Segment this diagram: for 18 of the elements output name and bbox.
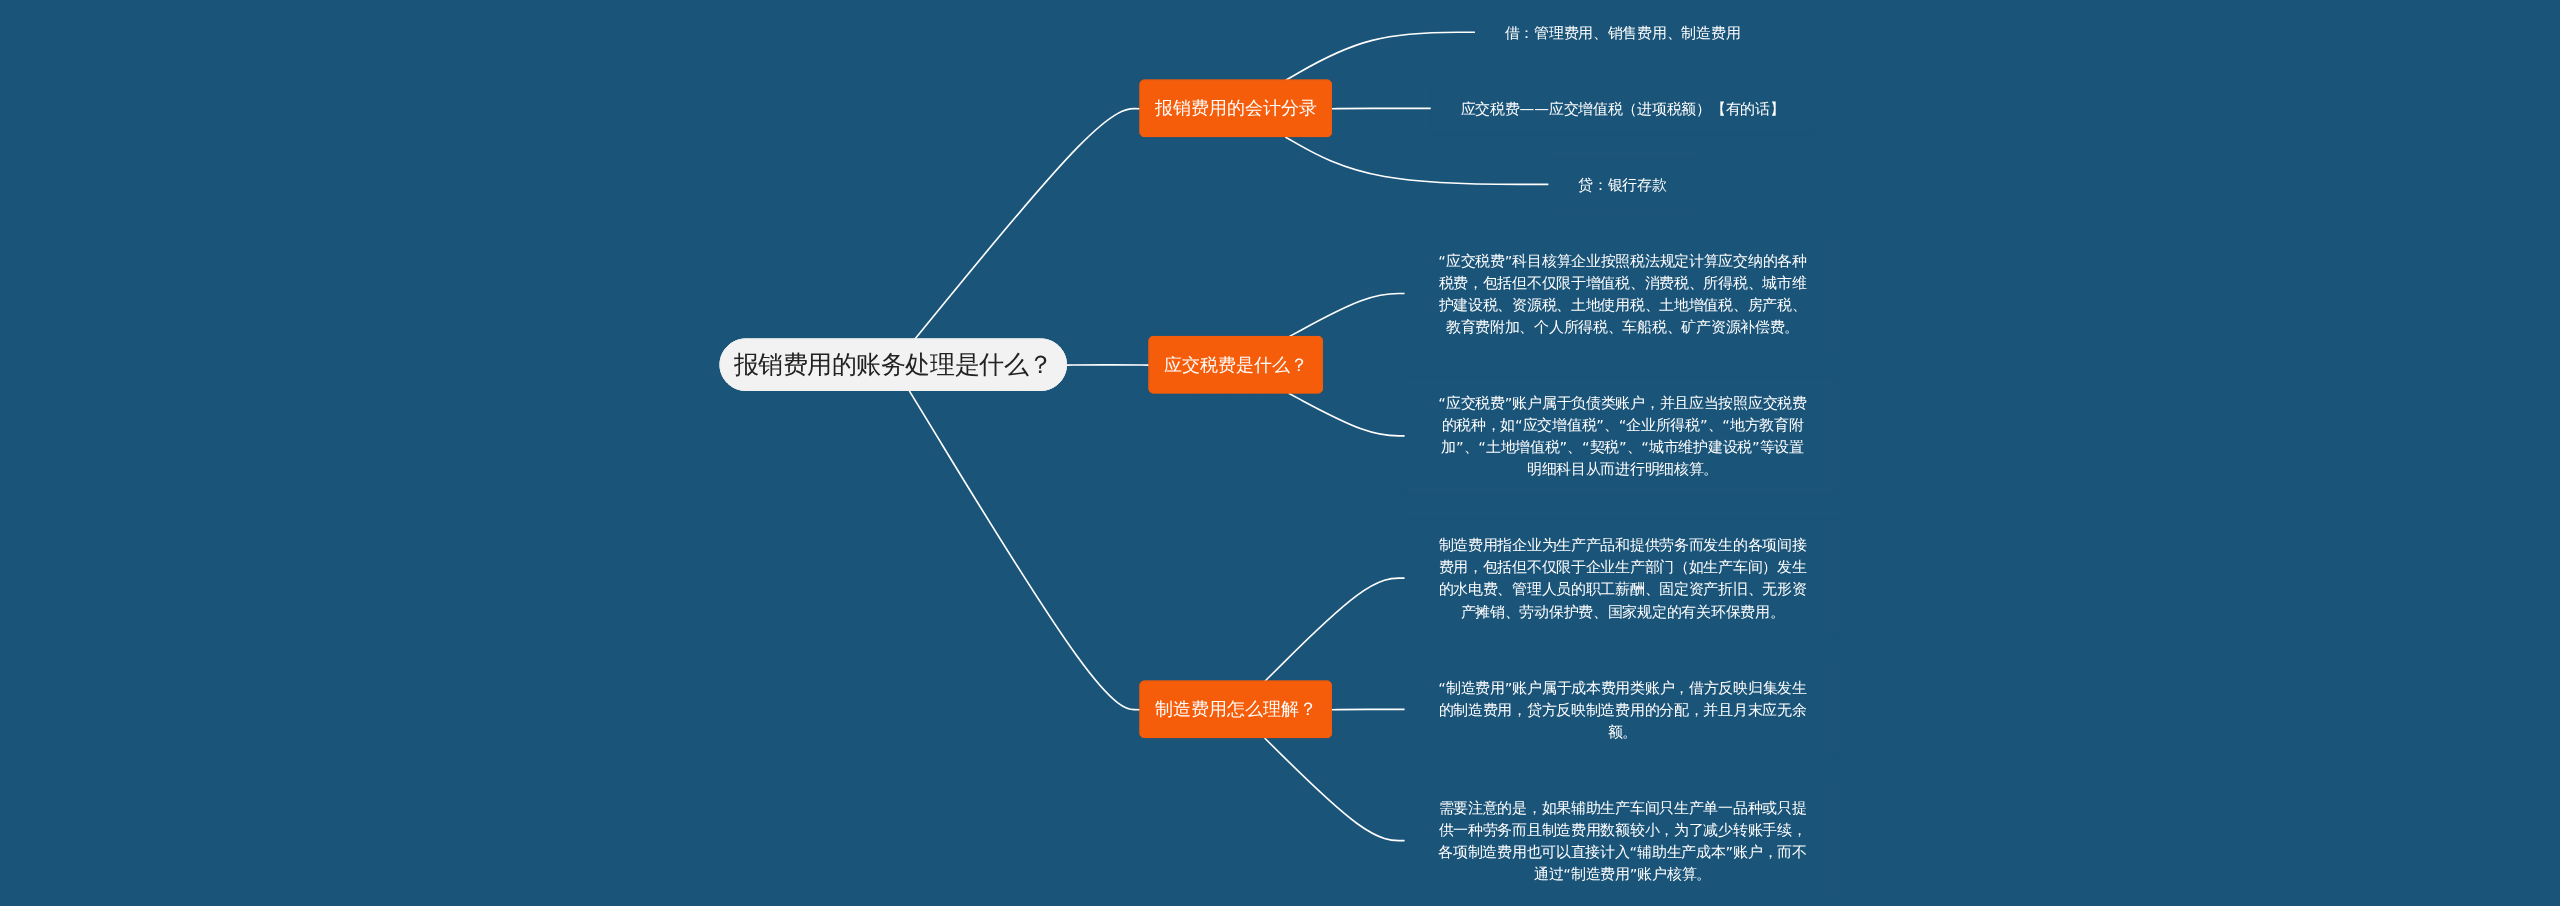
connector <box>1284 31 1477 82</box>
connector <box>908 390 1142 711</box>
node-text: 应交税费——应交增值税（进项税额）【有的话】 <box>1460 99 1785 117</box>
connector <box>1263 737 1406 842</box>
connector <box>1331 708 1406 711</box>
node-text: 需要注意的是，如果辅助生产车间只生产单一品种或只提供一种劳务而且制造费用数额较小，为了减少转账手续，各项制造费用也可以直接计入“辅助生产成本”账户，而不通过“制造费用”账户核算。 <box>1438 798 1807 883</box>
node-text: “应交税费”科目核算企业按照税法规定计算应交纳的各种税费，包括但不仅限于增值税、消费税、所得税、城市维护建设税、资源税、土地使用税、土地增值税、房产税、教育费附加、个人所得税、车船税、矿产资源补偿费。 <box>1438 251 1807 336</box>
node-text: 制造费用指企业为生产产品和提供劳务而发生的各项间接费用，包括但不仅限于企业生产部门（如生产车间）发生的水电费、管理人员的职工薪酬、固定资产折旧、无形资产摊销、劳动保护费、国家规定的有关环保费用。 <box>1438 536 1807 620</box>
connector <box>1284 136 1550 186</box>
connector <box>1287 292 1406 338</box>
node-text: 贷：银行存款 <box>1578 175 1667 193</box>
node-text: “应交税费”账户属于负债类账户，并且应当按照应交税费的税种，如“应交增值税”、“企业所得税”、“地方教育附加”、“土地增值税”、“契税”、“城市维护建设税”等设置明细科目从而进行明细核算。 <box>1438 394 1807 478</box>
connector <box>1263 577 1406 683</box>
node-text: “制造费用”账户属于成本费用类账户，借方反映归集发生的制造费用，贷方反映制造费用的分配，并且月末应无余额。 <box>1438 678 1807 741</box>
connector <box>1066 364 1151 366</box>
connector <box>1287 392 1406 437</box>
node-text: 借：管理费用、销售费用、制造费用 <box>1504 23 1741 41</box>
connector <box>1331 107 1432 110</box>
